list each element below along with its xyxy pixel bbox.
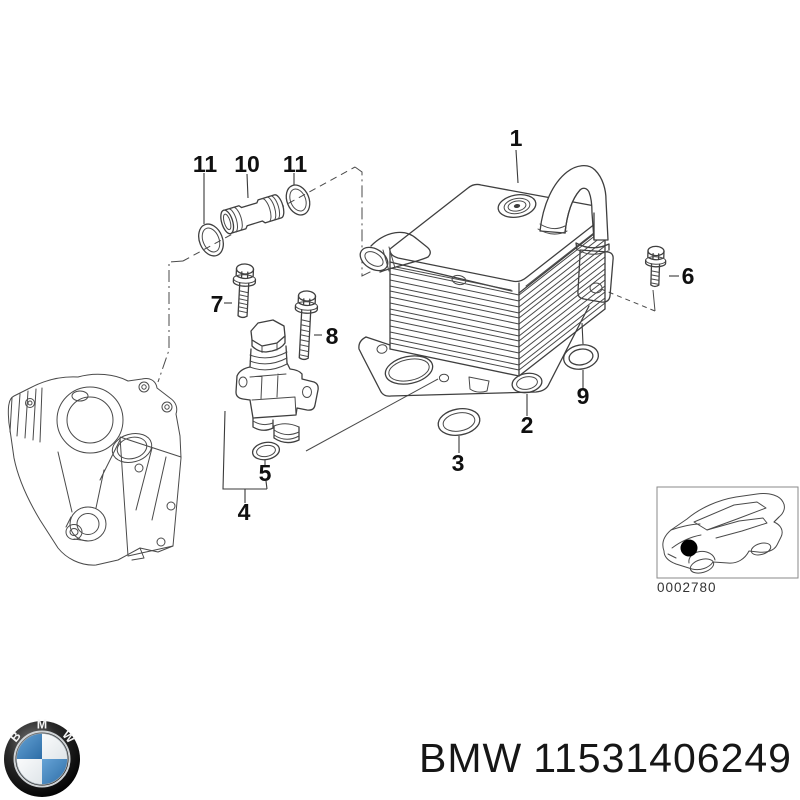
bmw-roundel-icon: B M W (4, 718, 80, 797)
inset-border (656, 486, 799, 579)
water-pump-drawing (7, 373, 182, 566)
oring-2-drawing (511, 372, 543, 394)
callout-7: 7 (211, 291, 224, 317)
oil-cooler-drawing (358, 165, 614, 397)
callout-10: 10 (234, 151, 260, 177)
oring-5-drawing (251, 441, 281, 461)
bolt-6-drawing (644, 245, 667, 288)
callout-11-right: 11 (283, 151, 308, 177)
callout-labels: 11 10 11 1 6 7 8 9 2 3 5 4 (193, 125, 695, 525)
callout-11-left: 11 (193, 151, 218, 177)
bolt-7-drawing (232, 263, 257, 319)
callout-1: 1 (510, 125, 523, 151)
callout-5: 5 (259, 460, 272, 486)
car-outline-icon (662, 493, 785, 574)
oring-9-drawing (562, 344, 600, 370)
roundel-letter-m: M (37, 718, 47, 732)
part-number: 11531406249 (533, 735, 792, 781)
oil-cooler-left-port (359, 231, 431, 273)
leader-lines (203, 149, 679, 503)
callout-3: 3 (452, 450, 465, 476)
brand-text: BMW (419, 735, 522, 781)
callout-6: 6 (682, 263, 695, 289)
bolt-8-drawing (294, 290, 319, 361)
thermostat-valve-drawing (235, 319, 319, 444)
oil-cooler-port-boss (497, 194, 537, 218)
car-location-inset: 0002780 (656, 486, 799, 595)
inset-image-code: 0002780 (657, 580, 717, 595)
oring-11-right-drawing (285, 184, 311, 216)
connector-pipe-drawing (220, 194, 285, 235)
callout-8: 8 (326, 323, 339, 349)
oil-cooler-right-pipe (537, 165, 610, 255)
oring-11-left-drawing (198, 223, 224, 257)
part-location-dot (680, 539, 698, 557)
callout-2: 2 (521, 412, 534, 438)
callout-4: 4 (238, 499, 251, 525)
callout-9: 9 (577, 383, 590, 409)
oring-3-drawing (437, 408, 481, 436)
